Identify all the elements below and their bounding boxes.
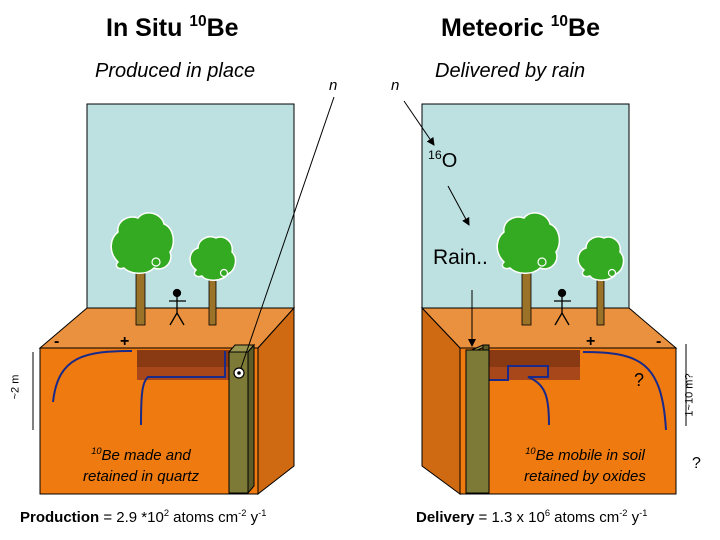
left-panel [32,96,335,496]
right-oxygen-label: 16O [428,148,458,172]
left-tree-large-icon [110,212,175,326]
right-question-mark-soil: ? [634,370,645,390]
left-quartz-column [228,351,249,494]
left-quartz-target-dot [237,371,241,375]
left-person-icon [169,288,186,326]
left-profile-curve-surface [52,350,133,403]
left-tree-small-icon [189,236,237,326]
right-title: Meteoric 10Be [441,13,600,42]
left-footer-production: Production = 2.9 *102 atoms cm-2 y-1 [20,508,267,526]
left-minus-label: - [54,333,60,350]
right-arrow-neutron-to-oxygen [403,100,435,146]
right-minus-label: - [656,333,662,350]
right-profile-curve-deep [486,365,550,426]
right-footer-delivery: Delivery = 1.3 x 106 atoms cm-2 y-1 [416,508,648,526]
left-soil-top [38,307,296,349]
right-tree-large-icon [496,212,561,326]
left-sky [86,103,295,309]
right-depth-label: 1~10 m? [683,373,696,417]
right-tree-small-icon [577,236,625,326]
right-arrow-oxygen-to-rain [447,185,470,226]
left-subtitle: Produced in place [95,60,256,82]
left-depth-label: ~2 m [9,374,22,400]
left-profile-curve-deep [140,351,226,426]
right-subtitle: Delivered by rain [435,60,586,82]
left-title: In Situ 10Be [106,13,239,42]
left-mid-horizon [137,367,230,380]
left-column-side [247,343,255,495]
right-soil-top [420,307,678,349]
right-panel [403,100,687,495]
left-neutron-label: n [329,77,338,94]
right-question-mark-depth: ? [692,455,701,472]
right-person-icon [554,288,571,326]
right-mid-horizon [486,367,580,380]
right-neutron-label: n [391,77,400,94]
right-profile-curve-surface [582,351,667,431]
right-column [465,349,490,494]
left-neutron-path [240,96,335,369]
left-dark-horizon [137,350,230,367]
right-plus-label: + [586,333,596,350]
right-dark-horizon [486,350,580,367]
right-rain-label: Rain.. [433,246,488,269]
left-plus-label: + [120,333,130,350]
